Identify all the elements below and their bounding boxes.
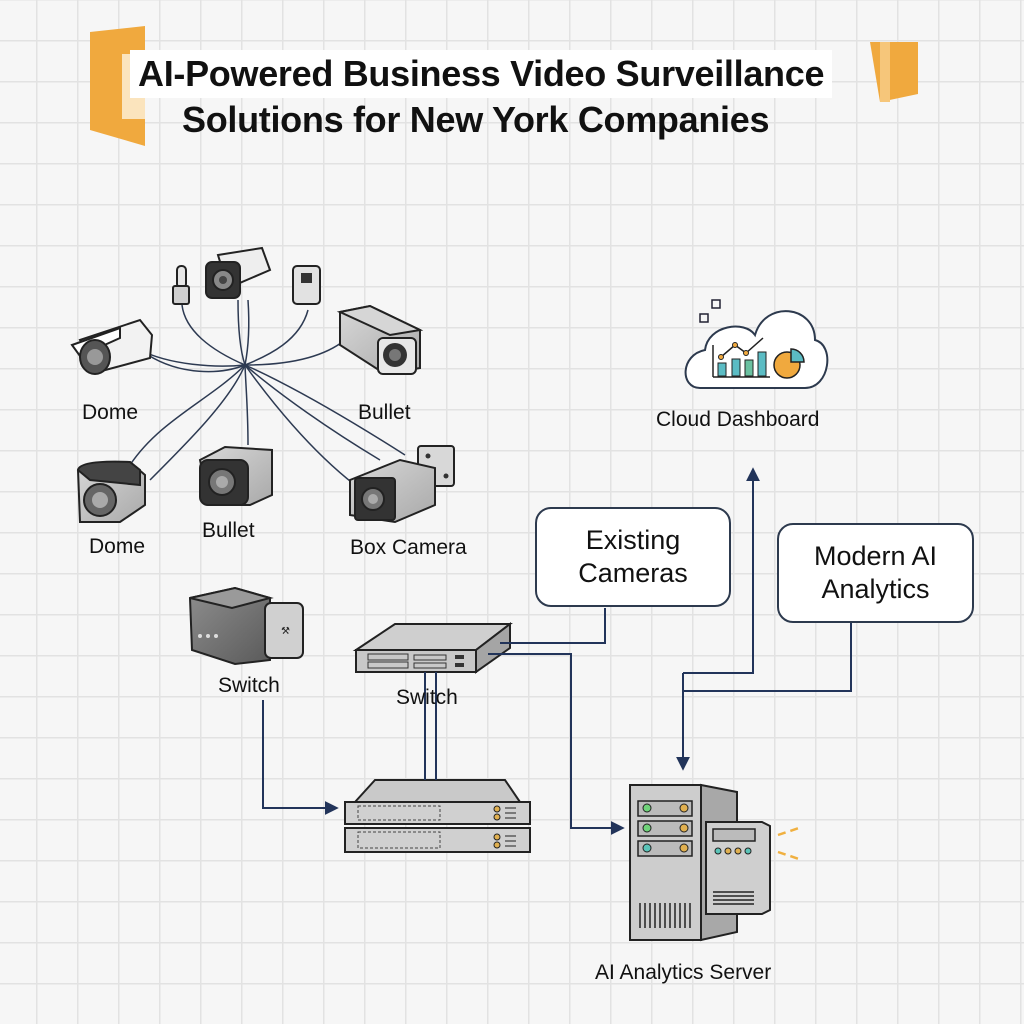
cable [181, 304, 246, 366]
svg-text:⚒: ⚒ [281, 626, 290, 637]
switch-left-icon: ⚒ [188, 586, 304, 666]
existing-cameras-node: Existing Cameras [535, 507, 731, 607]
cable [244, 364, 249, 446]
connector-switch-to-rack [262, 700, 339, 815]
cable [244, 299, 250, 366]
cable [244, 364, 406, 456]
wall-sensor-icon [292, 265, 321, 305]
connector-ai-analytics [683, 623, 852, 692]
camera-bullet-bottom-center-icon [198, 445, 273, 506]
title-line-1: AI-Powered Business Video Surveillance [130, 50, 833, 98]
modern-ai-line1: Modern AI [813, 541, 938, 571]
label-dome-top: Dome [82, 401, 139, 424]
modern-ai-analytics-node: Modern AI Analytics [777, 523, 974, 623]
title-banner: AI-Powered Business Video Surveillance S… [90, 24, 940, 154]
camera-top-center-icon [205, 246, 272, 299]
cable [147, 354, 246, 373]
signal-rays [777, 825, 803, 862]
camera-cables [129, 299, 406, 486]
cloud-dashboard-icon [684, 299, 829, 389]
connectors [262, 467, 852, 835]
label-ai-analytics-server: AI Analytics Server [595, 961, 772, 984]
label-switch-left: Switch [218, 674, 280, 697]
connector-switch-server [488, 653, 625, 835]
camera-bullet-top-right-icon [336, 304, 424, 376]
cable [244, 339, 346, 366]
camera-dome-top-left-icon [70, 318, 154, 375]
cable [244, 309, 309, 366]
cable [237, 299, 246, 366]
cable [244, 364, 356, 486]
cable [149, 364, 246, 481]
title-line-2: Solutions for New York Companies [182, 99, 770, 140]
label-switch-center: Switch [396, 686, 458, 709]
label-bullet-bottom: Bullet [202, 519, 255, 542]
camera-dome-bottom-left-icon [76, 460, 146, 523]
label-bullet-top: Bullet [358, 401, 411, 424]
cable [129, 364, 246, 466]
rack-recorder-icon [344, 779, 531, 853]
antenna-sensor-icon [172, 265, 190, 305]
ai-server-icon [629, 783, 803, 942]
label-cloud-dashboard: Cloud Dashboard [656, 408, 820, 431]
cable [244, 364, 381, 461]
switch-center-icon [352, 621, 513, 674]
box-camera-icon [349, 445, 455, 524]
connector-switch-existing [500, 608, 606, 644]
label-dome-bottom: Dome [89, 535, 146, 558]
existing-cameras-line2: Cameras [578, 558, 688, 588]
label-box-camera: Box Camera [350, 536, 467, 559]
existing-cameras-line1: Existing [585, 525, 681, 555]
modern-ai-line2: Analytics [821, 574, 930, 604]
connector-to-cloud [683, 467, 760, 674]
